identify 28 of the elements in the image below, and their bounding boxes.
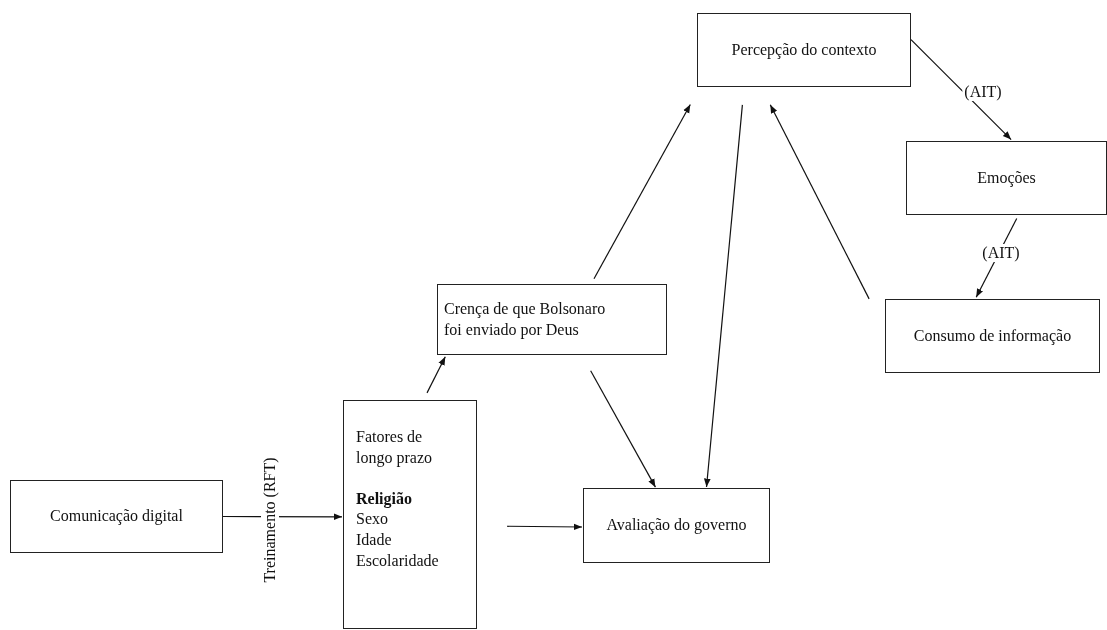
arrow: [426, 356, 446, 394]
edge-label: Treinamento (RFT): [261, 455, 279, 585]
arrow: [506, 523, 583, 531]
box-text: Percepção do contexto: [731, 39, 877, 61]
box-text: Emoções: [977, 167, 1036, 189]
edge-label: (AIT): [962, 83, 1004, 101]
box-text: Crença de que Bolsonaro foi enviado por Deus: [444, 298, 607, 341]
box-text: Escolaridade: [356, 551, 439, 571]
process-box: [697, 13, 911, 87]
box-text: Consumo de informação: [913, 325, 1072, 347]
arrow: [593, 103, 691, 280]
box-text: Sexo: [356, 509, 388, 530]
process-box: [885, 299, 1100, 373]
edge-label: (AIT): [980, 244, 1022, 262]
process-box: [10, 480, 223, 553]
arrow: [769, 104, 870, 300]
box-text: Idade: [356, 530, 392, 551]
arrow: [910, 39, 1012, 141]
box-text: Comunicação digital: [50, 506, 183, 527]
process-box: [343, 400, 477, 629]
box-text: Fatores de longo prazo: [356, 427, 433, 469]
process-box: [583, 488, 770, 563]
process-box: [906, 141, 1107, 215]
box-text: Religião: [356, 488, 412, 510]
arrow: [590, 370, 657, 488]
process-box: [437, 284, 667, 355]
box-text: Avaliação do governo: [606, 515, 747, 536]
arrow: [703, 104, 743, 488]
